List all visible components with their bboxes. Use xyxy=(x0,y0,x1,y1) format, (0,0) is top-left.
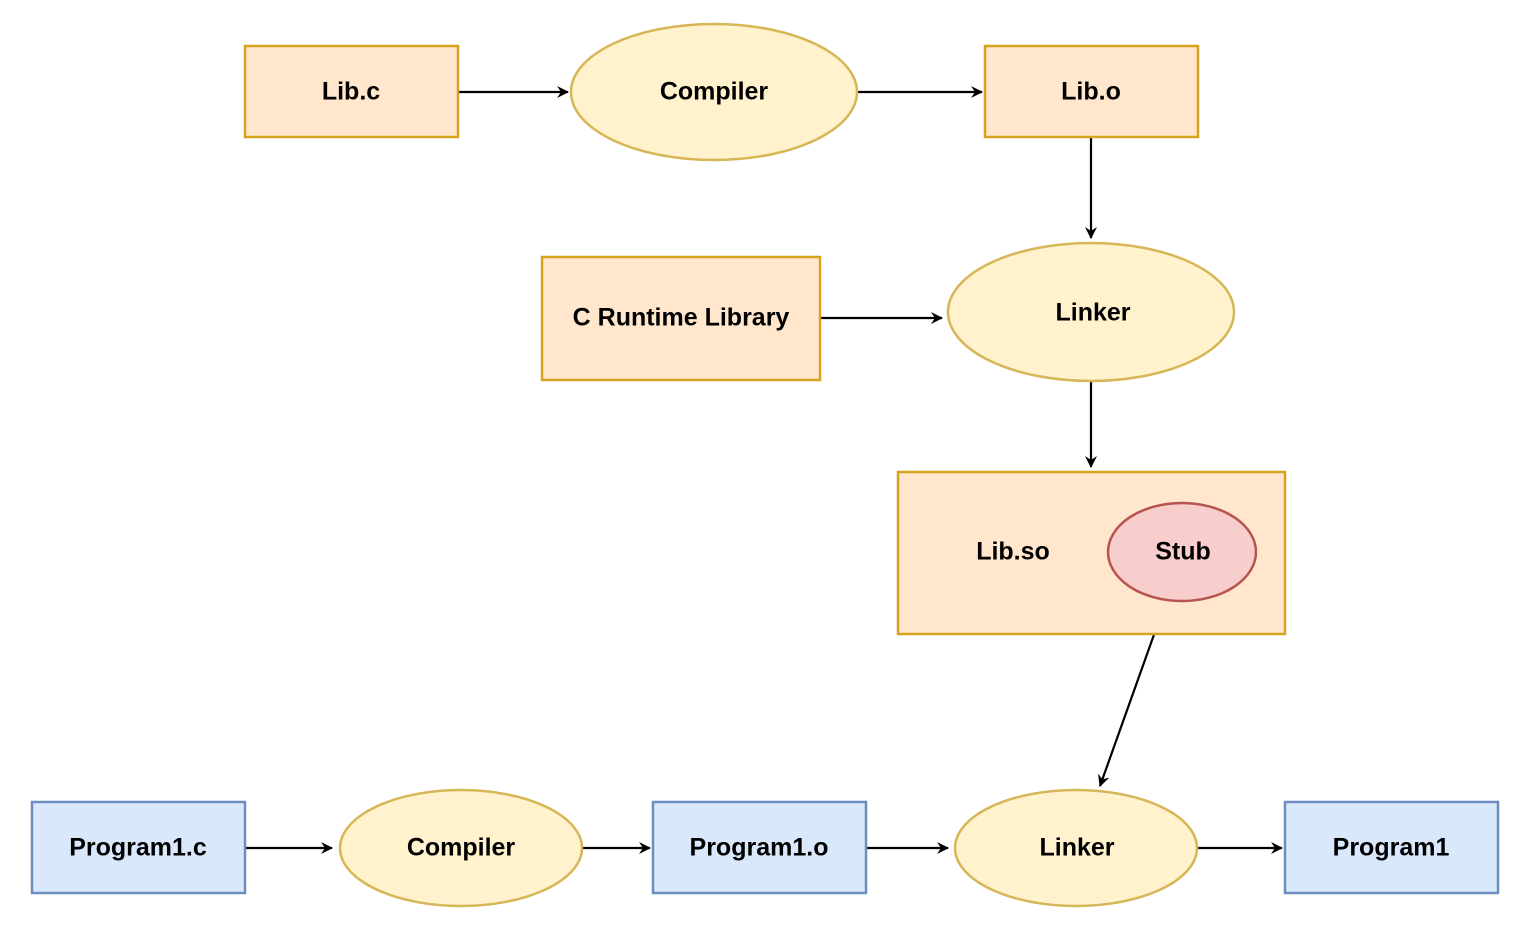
node-compiler-bottom: Compiler xyxy=(338,788,584,908)
edges xyxy=(245,86,1283,854)
lib-c-label: Lib.c xyxy=(322,78,380,106)
lib-so-label: Lib.so xyxy=(976,538,1050,566)
compiler-top-ellipse xyxy=(569,22,859,162)
program1-box xyxy=(1283,800,1500,895)
lib-c-box xyxy=(243,44,460,139)
linker-top-ellipse xyxy=(946,241,1236,383)
stub-ellipse xyxy=(1106,501,1258,603)
node-program1-c: Program1.c xyxy=(30,800,247,895)
node-program1-o: Program1.o xyxy=(651,800,868,895)
compiler-top-label: Compiler xyxy=(660,78,769,106)
node-linker-top: Linker xyxy=(946,241,1236,383)
program1-o-label: Program1.o xyxy=(690,834,829,862)
program1-label: Program1 xyxy=(1333,834,1450,862)
node-program1: Program1 xyxy=(1283,800,1500,895)
node-linker-bottom: Linker xyxy=(953,788,1199,908)
node-lib-c: Lib.c xyxy=(243,44,460,139)
compiler-bottom-ellipse xyxy=(338,788,584,908)
stub-label: Stub xyxy=(1155,538,1211,566)
node-c-runtime-library: C Runtime Library xyxy=(540,255,822,382)
compiler-bottom-label: Compiler xyxy=(407,834,516,862)
program1-o-box xyxy=(651,800,868,895)
node-compiler-top: Compiler xyxy=(569,22,859,162)
c-runtime-box xyxy=(540,255,822,382)
lib-o-label: Lib.o xyxy=(1061,78,1121,106)
linker-bottom-ellipse xyxy=(953,788,1199,908)
c-runtime-label: C Runtime Library xyxy=(573,304,790,332)
lib-o-box xyxy=(983,44,1200,139)
node-lib-o: Lib.o xyxy=(983,44,1200,139)
linker-bottom-label: Linker xyxy=(1039,834,1114,862)
program1-c-box xyxy=(30,800,247,895)
linker-top-label: Linker xyxy=(1055,299,1130,327)
program1-c-label: Program1.c xyxy=(69,834,207,862)
node-stub: Stub xyxy=(1106,501,1258,603)
